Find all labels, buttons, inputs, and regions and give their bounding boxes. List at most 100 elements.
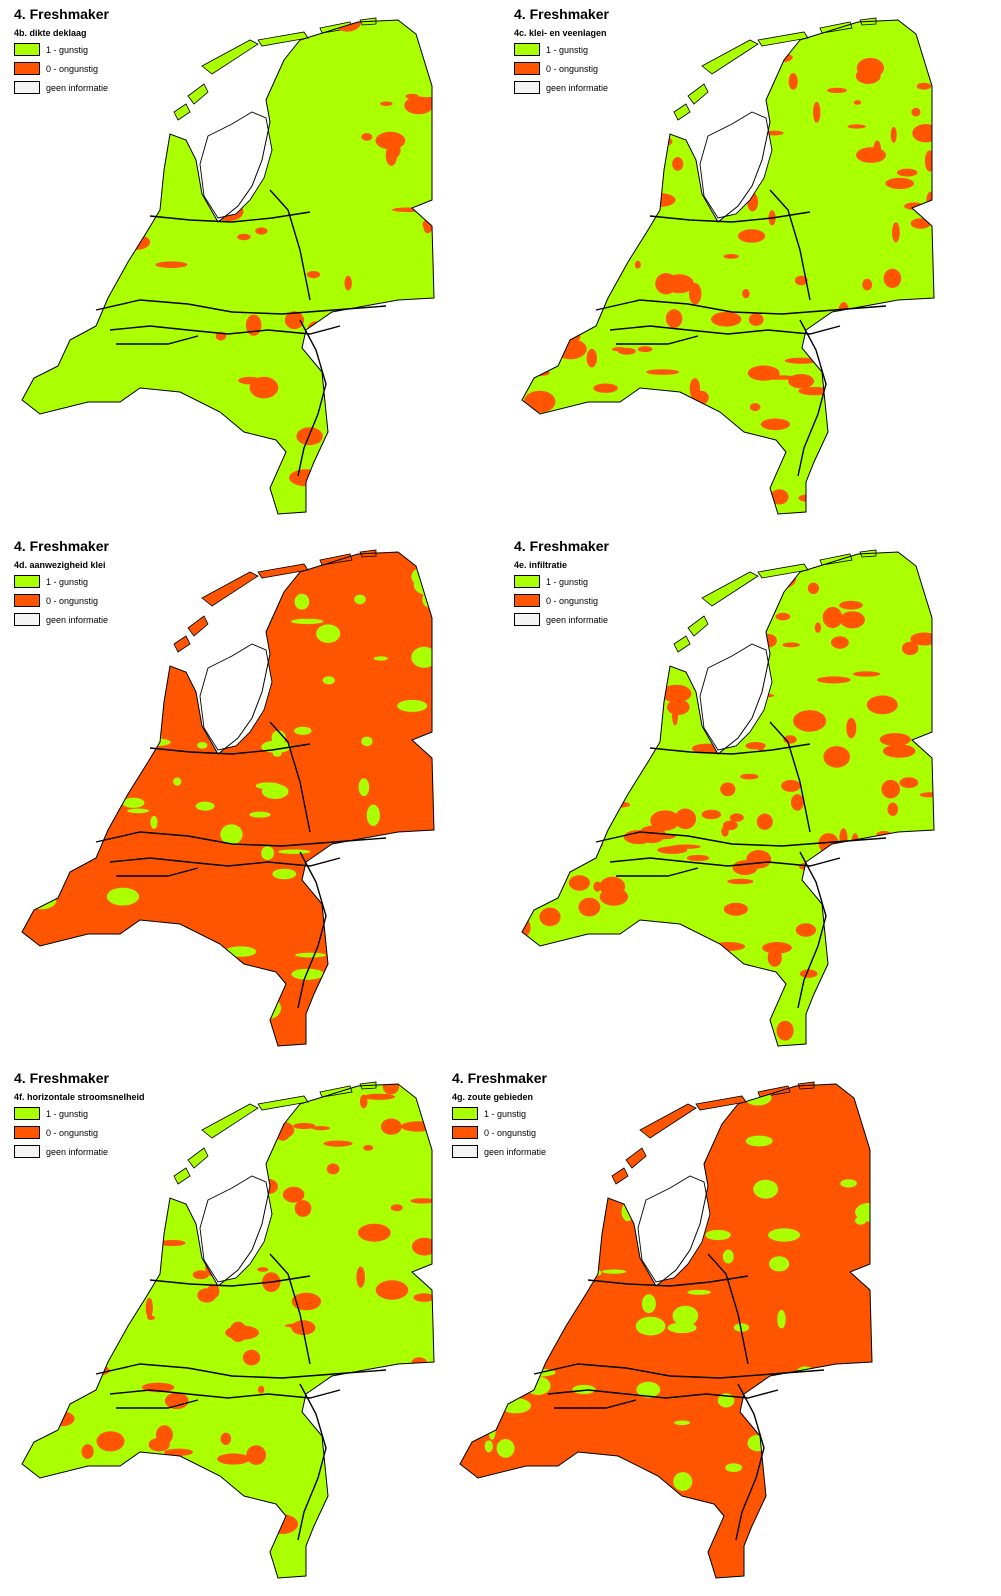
patch xyxy=(170,1531,194,1539)
patch xyxy=(350,1469,374,1480)
patch xyxy=(747,365,780,381)
patch xyxy=(22,1273,40,1278)
legend-swatch-geen-informatie xyxy=(14,613,40,626)
patch xyxy=(373,656,388,661)
patch xyxy=(566,122,587,131)
patch xyxy=(134,142,169,157)
patch xyxy=(382,986,413,1001)
patch xyxy=(560,239,594,257)
legend-swatch-ongunstig xyxy=(452,1126,478,1139)
patch xyxy=(256,997,281,1020)
patch xyxy=(862,278,873,291)
patch xyxy=(822,348,840,354)
patch xyxy=(734,487,762,503)
legend-item-geen-informatie: geen informatie xyxy=(14,610,108,629)
patch xyxy=(746,850,772,869)
patch xyxy=(413,574,434,596)
patch xyxy=(723,820,738,831)
patch xyxy=(899,777,919,789)
patch xyxy=(498,1377,531,1383)
patch xyxy=(593,881,602,892)
patch xyxy=(747,1434,769,1452)
patch xyxy=(536,1518,549,1525)
patch xyxy=(30,1024,45,1046)
patch xyxy=(390,1559,415,1567)
patch xyxy=(81,1444,94,1459)
river-line xyxy=(116,867,199,877)
patch xyxy=(135,1487,162,1492)
patch xyxy=(375,1280,409,1300)
legend-item-geen-informatie: geen informatie xyxy=(14,78,108,97)
river-line xyxy=(797,319,827,477)
legend: 1 - gunstig 0 - ongunstig geen informati… xyxy=(14,1104,108,1161)
patch xyxy=(411,305,434,312)
legend-label: 0 - ongunstig xyxy=(46,63,99,74)
map-panel-4f: 4. Freshmaker 4f. horizontale stroomsnel… xyxy=(0,1064,500,1596)
patch xyxy=(578,897,601,917)
wadden-island xyxy=(173,635,191,653)
patch xyxy=(291,968,325,980)
patch xyxy=(164,570,178,583)
patch xyxy=(777,1310,786,1329)
patch xyxy=(910,632,934,646)
patch xyxy=(714,1033,733,1046)
panel-title: 4. Freshmaker xyxy=(514,6,609,22)
patch xyxy=(366,804,380,826)
patch xyxy=(650,810,680,831)
legend-swatch-gunstig xyxy=(452,1107,478,1120)
patch xyxy=(348,1528,372,1546)
patch xyxy=(839,611,865,629)
patch xyxy=(522,847,533,861)
patch xyxy=(173,1562,196,1578)
legend-item-gunstig: 1 - gunstig xyxy=(514,572,608,591)
patch xyxy=(671,402,681,411)
patch xyxy=(776,1020,794,1041)
patch xyxy=(411,646,434,668)
patch xyxy=(121,234,151,250)
patch xyxy=(410,1198,434,1204)
patch xyxy=(851,1026,885,1036)
patch xyxy=(164,1028,198,1042)
patch xyxy=(672,157,684,171)
patch xyxy=(850,1477,858,1492)
patch xyxy=(104,1177,119,1184)
wadden-island xyxy=(201,1103,259,1139)
patch xyxy=(599,887,629,906)
patch xyxy=(635,1316,666,1336)
patch xyxy=(135,1144,144,1150)
ijsselmeer-water xyxy=(199,643,273,751)
patch xyxy=(627,416,635,430)
legend-item-gunstig: 1 - gunstig xyxy=(452,1104,546,1123)
patch xyxy=(833,962,855,978)
patch xyxy=(839,828,848,849)
patch xyxy=(756,813,773,830)
river-line xyxy=(109,1389,341,1399)
legend-label: geen informatie xyxy=(484,1146,547,1157)
patch xyxy=(36,441,64,451)
patch xyxy=(132,996,158,1001)
legend-item-geen-informatie: geen informatie xyxy=(514,610,608,629)
patch xyxy=(460,1203,479,1221)
patch xyxy=(533,127,541,150)
map-panel-4g: 4. Freshmaker 4g. zoute gebieden 1 - gun… xyxy=(438,1064,938,1596)
patch xyxy=(326,1163,340,1175)
patch xyxy=(881,779,900,799)
patch xyxy=(22,833,27,844)
patch xyxy=(651,590,670,606)
patch xyxy=(160,1521,185,1531)
wadden-island xyxy=(687,615,709,637)
patch xyxy=(382,490,414,500)
patch xyxy=(58,176,84,193)
ijsselmeer-water xyxy=(699,643,773,751)
patch xyxy=(67,757,102,778)
patch xyxy=(609,801,631,808)
patch xyxy=(760,577,779,588)
patch xyxy=(856,57,884,78)
patch xyxy=(24,1559,35,1574)
patch xyxy=(749,403,761,412)
patch xyxy=(904,202,924,210)
patch xyxy=(46,790,66,805)
patch xyxy=(646,369,680,375)
patch xyxy=(850,403,861,417)
river-line xyxy=(609,857,841,867)
